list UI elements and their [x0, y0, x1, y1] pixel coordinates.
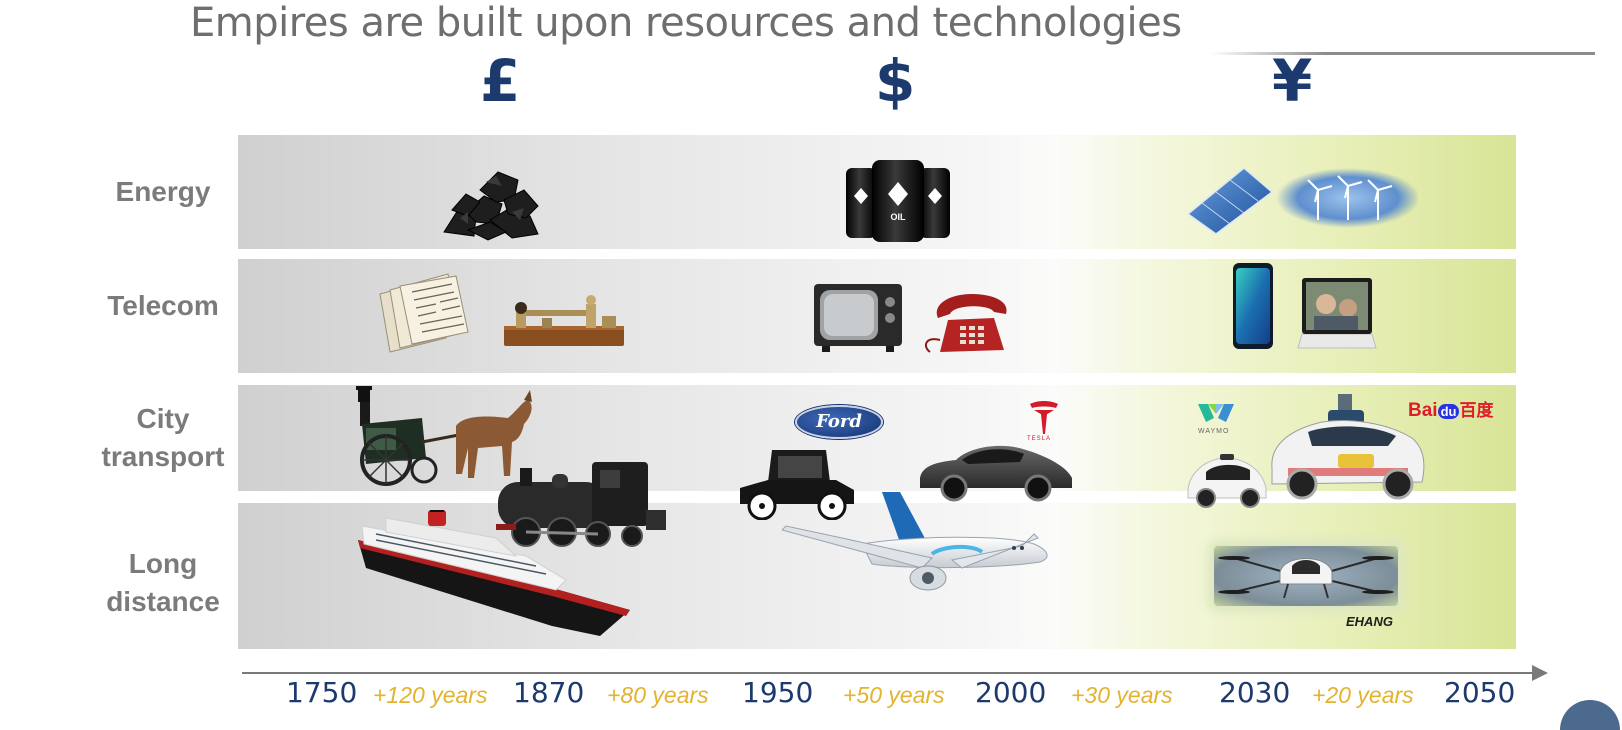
- airplane-icon: [782, 492, 1048, 591]
- year-label: 1870: [513, 676, 585, 709]
- ehang-photo: [1214, 546, 1398, 606]
- page-title: Empires are built upon resources and tec…: [190, 0, 1182, 46]
- timeline-arrow-icon: [1532, 665, 1548, 681]
- gap-label: +20 years: [1312, 682, 1414, 708]
- solar-wind-icon: [1188, 168, 1418, 234]
- year-label: 1950: [742, 676, 814, 709]
- row-label-energy: Energy: [88, 173, 238, 211]
- pound-sign: £: [480, 47, 521, 115]
- coal-pile-icon: [443, 171, 539, 241]
- year-label: 2050: [1444, 676, 1516, 709]
- baidu-chinese-text: 百度: [1459, 401, 1494, 420]
- model-t-car-icon: [740, 450, 854, 520]
- year-label: 1750: [286, 676, 358, 709]
- gap-label: +80 years: [607, 682, 709, 708]
- ford-logo: Ford: [795, 405, 883, 439]
- row-label-line: distance: [106, 586, 220, 617]
- waymo-wordmark: WAYMO: [1198, 428, 1230, 435]
- yen-sign: ¥: [1272, 47, 1313, 115]
- baidu-logo-text: Bai: [1408, 400, 1438, 421]
- dollar-sign: $: [875, 47, 916, 115]
- smart-display-icon: [1297, 278, 1377, 349]
- cruise-ship-icon: [358, 510, 630, 636]
- title-underline: [1210, 52, 1595, 55]
- smartphone-icon: [1233, 263, 1273, 349]
- row-label-line: City: [136, 403, 190, 434]
- gap-label: +30 years: [1071, 682, 1173, 708]
- steam-locomotive-icon: [496, 462, 666, 547]
- row-label-line: Long: [128, 548, 198, 579]
- oil-label: OIL: [891, 212, 907, 222]
- corner-decoration: [1560, 700, 1620, 730]
- baidu-paw-text: du: [1437, 404, 1460, 419]
- horse-carriage-icon: [356, 386, 532, 486]
- tesla-logo: [1030, 401, 1058, 434]
- row-label-line: transport: [101, 441, 225, 472]
- year-label: 2030: [1219, 676, 1291, 709]
- tesla-wordmark: TESLA: [1027, 436, 1052, 442]
- row-label-long-distance: Long distance: [88, 545, 238, 621]
- waymo-logo: [1198, 404, 1234, 422]
- waymo-car-icon: [1187, 454, 1267, 508]
- tesla-car-icon: [920, 445, 1072, 502]
- oil-barrels-icon: OIL: [846, 160, 950, 242]
- telegraph-key-icon: [504, 295, 624, 346]
- gap-label: +120 years: [373, 682, 488, 708]
- ford-logo-text: Ford: [816, 411, 862, 432]
- ehang-logo: EHANG: [1346, 614, 1393, 629]
- timeline-axis: [242, 672, 1538, 674]
- row-label-city-transport: City transport: [88, 400, 238, 476]
- row-label-telecom: Telecom: [88, 287, 238, 325]
- gap-label: +50 years: [843, 682, 945, 708]
- year-label: 2000: [975, 676, 1047, 709]
- newspaper-icon: [379, 273, 469, 353]
- row-label-text: Telecom: [107, 290, 219, 321]
- tv-icon: [814, 284, 902, 352]
- baidu-self-driving-car-icon: [1271, 394, 1425, 500]
- passenger-drone-icon: [1218, 556, 1394, 599]
- row-label-text: Energy: [115, 176, 211, 207]
- red-telephone-icon: [924, 294, 1007, 353]
